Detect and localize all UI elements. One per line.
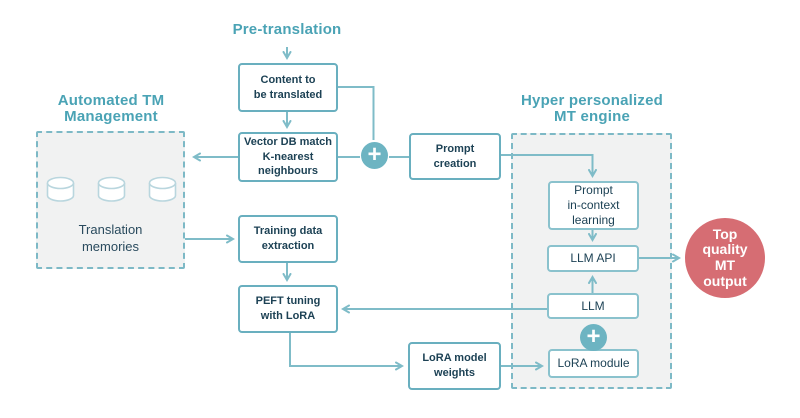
- title-hyper-personalized-mt-engine: Hyper personalized MT engine: [521, 92, 663, 126]
- node-llm-api: LLM API: [547, 245, 639, 272]
- node-lora-model-weights: LoRA model weights: [408, 342, 501, 390]
- title-automated-tm-management: Automated TM Management: [57, 92, 165, 126]
- connector-peft-to-loraweights: [289, 333, 404, 371]
- database-icon: [97, 176, 126, 202]
- node-peft-tuning-with-lora: PEFT tuning with LoRA: [238, 285, 338, 333]
- database-icons: [45, 175, 178, 203]
- database-icon: [46, 176, 75, 202]
- node-lora-module: LoRA module: [548, 349, 639, 378]
- output-top-quality-mt: Top quality MT output: [685, 218, 765, 298]
- title-pre-translation: Pre-translation: [232, 21, 342, 38]
- node-content-to-be-translated: Content to be translated: [238, 63, 338, 112]
- node-llm: LLM: [547, 293, 639, 319]
- database-icon: [148, 176, 177, 202]
- connector-content-to-merge: [338, 86, 375, 140]
- merge-plus-icon-bottom: +: [580, 324, 607, 351]
- node-training-data-extraction: Training data extraction: [238, 215, 338, 263]
- node-vector-db-match: Vector DB match K-nearest neighbours: [238, 132, 338, 182]
- label-translation-memories: Translation memories: [78, 222, 143, 254]
- merge-plus-icon-top: +: [361, 142, 388, 169]
- node-prompt-in-context-learning: Prompt in-context learning: [548, 181, 639, 230]
- node-prompt-creation: Prompt creation: [409, 133, 501, 180]
